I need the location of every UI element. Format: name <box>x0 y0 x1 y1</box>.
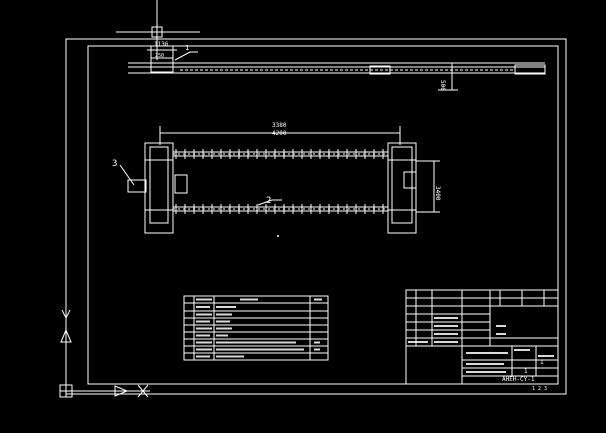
title-block <box>405 289 559 385</box>
ucs-axis-icon <box>59 305 150 398</box>
top-view <box>128 46 546 91</box>
dim-span-top: 3380 <box>272 122 287 129</box>
callout-3: 3 <box>112 159 117 169</box>
title-drawing-number: AHEH-CY-1 <box>502 376 535 383</box>
center-point <box>277 235 279 237</box>
dim-top-width: 1136 <box>154 41 169 48</box>
parts-list-text-lines <box>196 298 322 358</box>
parts-list-table <box>183 295 329 361</box>
plan-view <box>119 126 440 234</box>
callout-2: 2 <box>266 196 271 206</box>
dim-span-bottom: 4200 <box>272 130 287 137</box>
dim-top-inner: 250 <box>155 53 164 59</box>
dim-side-height: 500 <box>439 80 446 91</box>
callout-1: 1 <box>185 44 189 52</box>
outer-frame <box>65 38 567 395</box>
title-footer: 1 2 3 <box>532 386 547 392</box>
title-qty: 1 <box>524 368 528 375</box>
title-model: 1 <box>540 359 544 366</box>
chain-teeth <box>175 149 384 214</box>
title-block-text-lines <box>408 317 554 373</box>
inner-frame <box>87 45 559 385</box>
dim-right-height: 3400 <box>434 186 441 201</box>
